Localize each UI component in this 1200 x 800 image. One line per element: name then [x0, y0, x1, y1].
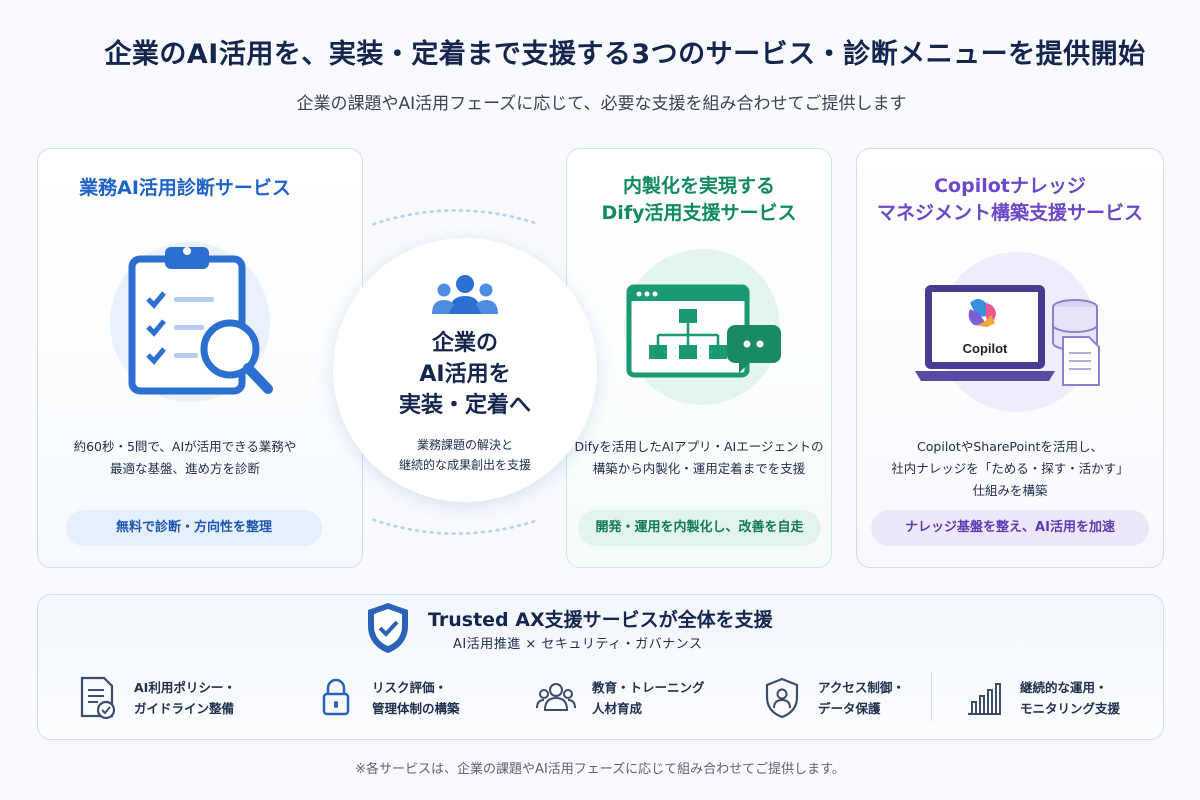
bottom-subtitle: AI活用推進 × セキュリティ・ガバナンス	[453, 637, 703, 652]
card-description: CopilotやSharePointを活用し、 社内ナレッジを「ためる・探す・活…	[891, 439, 1129, 498]
workflow-chat-icon	[624, 249, 781, 405]
card-dify-support[interactable]: 内製化を実現する Dify活用支援サービス Difyを活用したAIアプリ・AIエ…	[566, 148, 832, 568]
clipboard-search-icon	[110, 242, 273, 402]
lock-icon	[322, 678, 350, 716]
policy-document-icon	[80, 676, 116, 720]
people-group-icon	[432, 275, 498, 314]
feature-item: リスク評価・管理体制の構築	[316, 673, 460, 723]
page-title: 企業のAI活用を、実装・定着まで支援する3つのサービス・診断メニューを提供開始	[104, 39, 1146, 70]
people-icon	[536, 683, 576, 711]
card-copilot-knowledge[interactable]: Copilotナレッジ マネジメント構築支援サービス Copilot Copil…	[856, 148, 1164, 568]
card-title: 業務AI活用診断サービス	[79, 177, 291, 199]
footnote: ※各サービスは、企業の課題やAI活用フェーズに応じて組み合わせてご提供します。	[355, 762, 845, 777]
card-pill: 開発・運用を内製化し、改善を自走	[578, 510, 821, 546]
trusted-ax-panel: Trusted AX支援サービスが全体を支援 AI活用推進 × セキュリティ・ガ…	[37, 594, 1164, 740]
center-heading: 企業の AI活用を 実装・定着へ	[398, 331, 531, 418]
bar-chart-icon	[968, 683, 1001, 715]
card-description: 約60秒・5問で、AIが活用できる業務や 最適な基盤、進め方を診断	[73, 439, 297, 476]
card-pill: ナレッジ基盤を整え、AI活用を加速	[871, 510, 1149, 546]
dotted-ring	[371, 209, 541, 535]
center-circle: 企業の AI活用を 実装・定着へ 業務課題の解決と 継続的な成果創出を支援	[333, 238, 597, 502]
feature-item: 教育・トレーニング人材育成	[536, 673, 705, 723]
laptop-label: Copilot	[963, 341, 1008, 356]
feature-item: 継続的な運用・モニタリング支援	[964, 673, 1120, 723]
feature-item: アクセス制御・データ保護	[762, 673, 905, 723]
shield-check-icon	[368, 603, 408, 653]
shield-user-icon	[765, 677, 799, 719]
laptop-database-icon: Copilot	[915, 252, 1100, 412]
card-title: 内製化を実現する Dify活用支援サービス	[601, 175, 797, 224]
center-subtext: 業務課題の解決と 継続的な成果創出を支援	[398, 438, 531, 472]
divider	[931, 671, 932, 721]
card-description: Difyを活用したAIアプリ・AIエージェントの 構築から内製化・運用定着までを…	[574, 439, 824, 476]
feature-item: AI利用ポリシー・ガイドライン整備	[78, 673, 236, 723]
card-pill: 無料で診断・方向性を整理	[66, 510, 322, 546]
card-title: Copilotナレッジ マネジメント構築支援サービス	[876, 175, 1143, 224]
bottom-title: Trusted AX支援サービスが全体を支援	[428, 609, 773, 631]
page-subtitle: 企業の課題やAI活用フェーズに応じて、必要な支援を組み合わせてご提供します	[296, 94, 907, 114]
card-ai-diagnosis[interactable]: 業務AI活用診断サービス 約60秒・5問で、AIが活用できる業務や 最適な基盤、…	[37, 148, 363, 568]
